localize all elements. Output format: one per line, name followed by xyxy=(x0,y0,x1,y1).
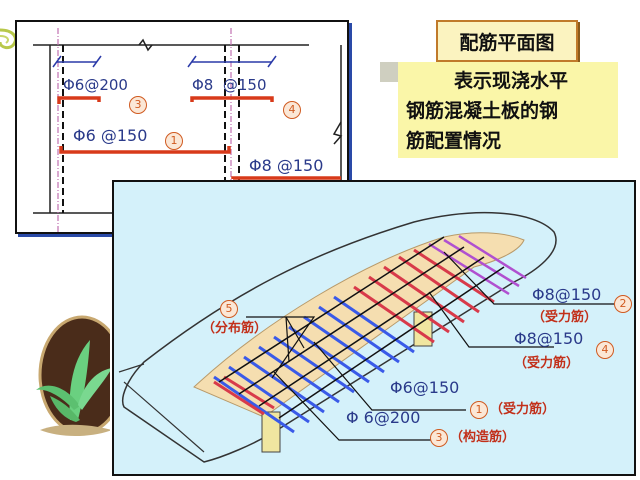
iso-label-4-spec: Φ8@150 xyxy=(514,329,584,348)
plan-marker-3: 3 xyxy=(129,93,147,114)
plant-image xyxy=(36,315,110,436)
description-box: 表示现浇水平 钢筋混凝土板的钢 筋配置情况 xyxy=(398,62,618,158)
iso-label-2-type: （受力筋） xyxy=(532,310,598,325)
diagram-title: 配筋平面图 xyxy=(436,20,578,62)
plan-marker-1: 1 xyxy=(165,129,183,150)
plan-label-1-spec: Φ6 @150 xyxy=(73,126,148,145)
plan-marker-4: 4 xyxy=(283,98,301,119)
iso-marker-5: 5 xyxy=(220,297,238,318)
iso-marker-3: 3 xyxy=(430,426,448,447)
iso-label-2-spec: Φ8@150 xyxy=(532,285,602,304)
iso-label-1-spec: Φ6@150 xyxy=(390,378,460,397)
description-line-2: 钢筋混凝土板的钢 xyxy=(406,100,559,122)
decorative-swirl-icon xyxy=(0,28,17,50)
plan-view-drawing xyxy=(33,28,343,232)
iso-label-5-type: （分布筋） xyxy=(202,321,268,336)
iso-marker-4: 4 xyxy=(596,338,614,359)
plan-label-3-spec: Φ6@200 xyxy=(63,76,128,94)
iso-label-4-type: （受力筋） xyxy=(514,356,580,371)
plan-label-4-spec: Φ8 @150 xyxy=(192,76,267,94)
isometric-slab-drawing xyxy=(118,211,614,463)
iso-label-3-spec: Φ 6@200 xyxy=(346,408,421,427)
iso-marker-2: 2 xyxy=(614,292,632,313)
description-line-3: 筋配置情况 xyxy=(406,130,502,152)
description-tab-decoration xyxy=(380,62,398,82)
isometric-view-panel: 5 （分布筋） Φ8@150 2 （受力筋） Φ8@150 4 （受力筋） Φ6… xyxy=(112,180,636,476)
iso-label-3-type: （构造筋） xyxy=(450,430,516,445)
description-line-1: 表示现浇水平 xyxy=(454,70,569,92)
iso-marker-1: 1 xyxy=(470,398,488,419)
iso-label-1-type: （受力筋） xyxy=(490,402,556,417)
plan-label-2-spec: Φ8 @150 xyxy=(249,156,324,175)
